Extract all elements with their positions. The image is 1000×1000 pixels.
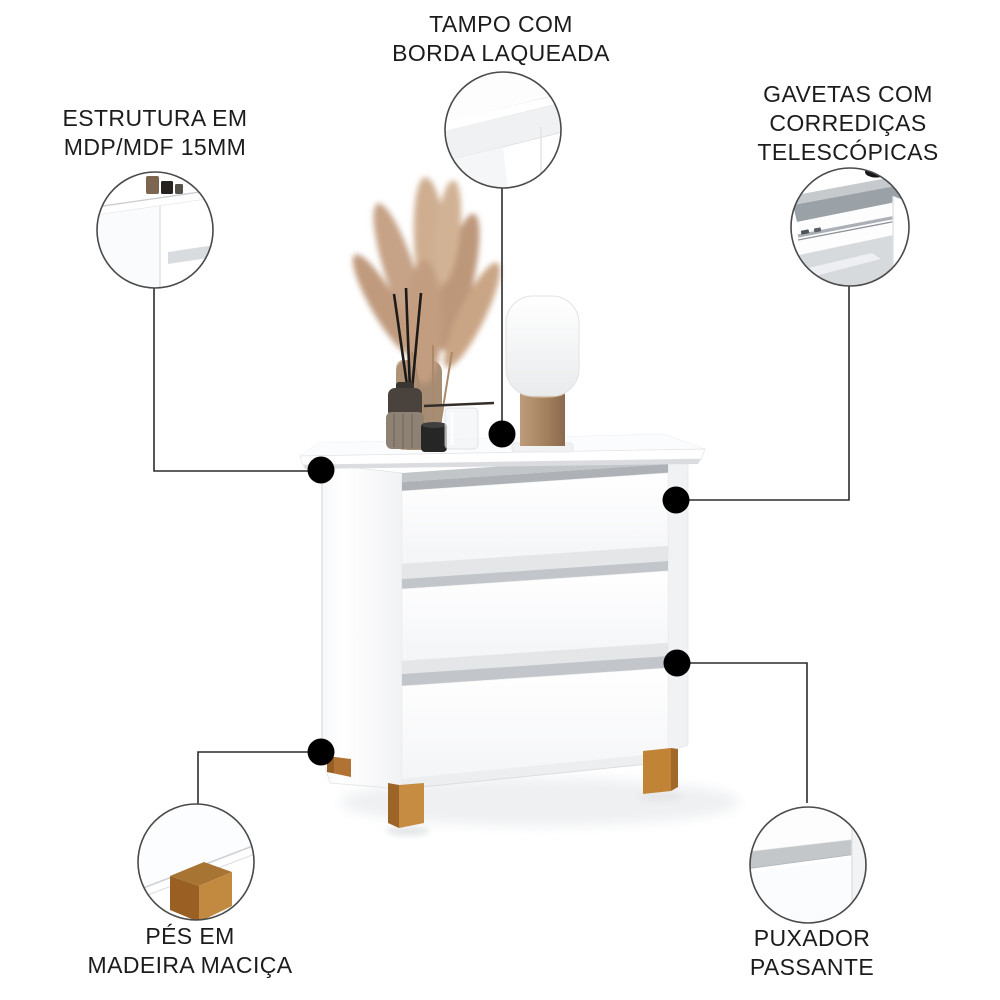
callout-label-puxador: PUXADOR PASSANTE	[692, 924, 932, 982]
detail-circle-gavetas	[790, 167, 910, 287]
callout-label-estrutura: ESTRUTURA EM MDP/MDF 15MM	[15, 104, 295, 162]
callout-dot-pes	[307, 738, 335, 766]
label-line: GAVETAS COM	[763, 81, 933, 107]
detail-circle-puxador	[749, 806, 867, 924]
foot-front-right	[643, 748, 671, 794]
detail-circle-pes	[137, 803, 255, 921]
label-line: PASSANTE	[749, 954, 875, 980]
dresser-left-side	[321, 463, 403, 790]
label-line: PÉS EM	[145, 923, 235, 949]
callout-line-estrutura	[153, 288, 322, 472]
dresser-feet	[327, 748, 682, 836]
base-rail	[402, 753, 668, 789]
detail-circle-tampo	[444, 71, 562, 189]
foot-front-left	[388, 783, 399, 828]
label-line: MDP/MDF 15MM	[63, 134, 247, 160]
drinking-glass	[444, 407, 479, 450]
diffuser-jar	[386, 382, 424, 449]
detail-circle-estrutura	[96, 171, 214, 289]
candle-jar	[421, 422, 447, 452]
label-line: PUXADOR	[753, 925, 871, 951]
label-line: BORDA LAQUEADA	[392, 40, 610, 66]
label-line: CORREDIÇAS	[769, 110, 927, 136]
callout-label-pes: PÉS EM MADEIRA MACIÇA	[50, 922, 330, 980]
callout-line-puxador	[677, 662, 808, 803]
callout-dot-puxador	[663, 649, 691, 677]
diffuser-reeds	[392, 287, 423, 393]
label-line: ESTRUTURA EM	[62, 105, 248, 131]
dresser	[299, 433, 706, 836]
label-line: TELESCÓPICAS	[757, 139, 939, 165]
callout-label-tampo: TAMPO COM BORDA LAQUEADA	[321, 10, 681, 68]
callout-line-gavetas	[676, 286, 850, 501]
pampas-grass	[352, 177, 500, 384]
dresser-front	[401, 455, 669, 790]
floor-shadow	[340, 778, 740, 826]
label-line: TAMPO COM	[429, 11, 573, 37]
callout-dot-tampo	[488, 420, 516, 448]
label-line: MADEIRA MACIÇA	[87, 952, 293, 978]
callout-dots	[307, 420, 691, 766]
tray-stick	[423, 401, 495, 408]
callout-line-pes	[197, 751, 321, 805]
callout-dot-gavetas	[662, 486, 690, 514]
table-lamp	[505, 295, 580, 453]
callout-label-gavetas: GAVETAS COM CORREDIÇAS TELESCÓPICAS	[706, 80, 990, 167]
callout-lines	[153, 188, 850, 805]
decor-items	[352, 177, 580, 453]
callout-dot-estrutura	[307, 456, 335, 484]
